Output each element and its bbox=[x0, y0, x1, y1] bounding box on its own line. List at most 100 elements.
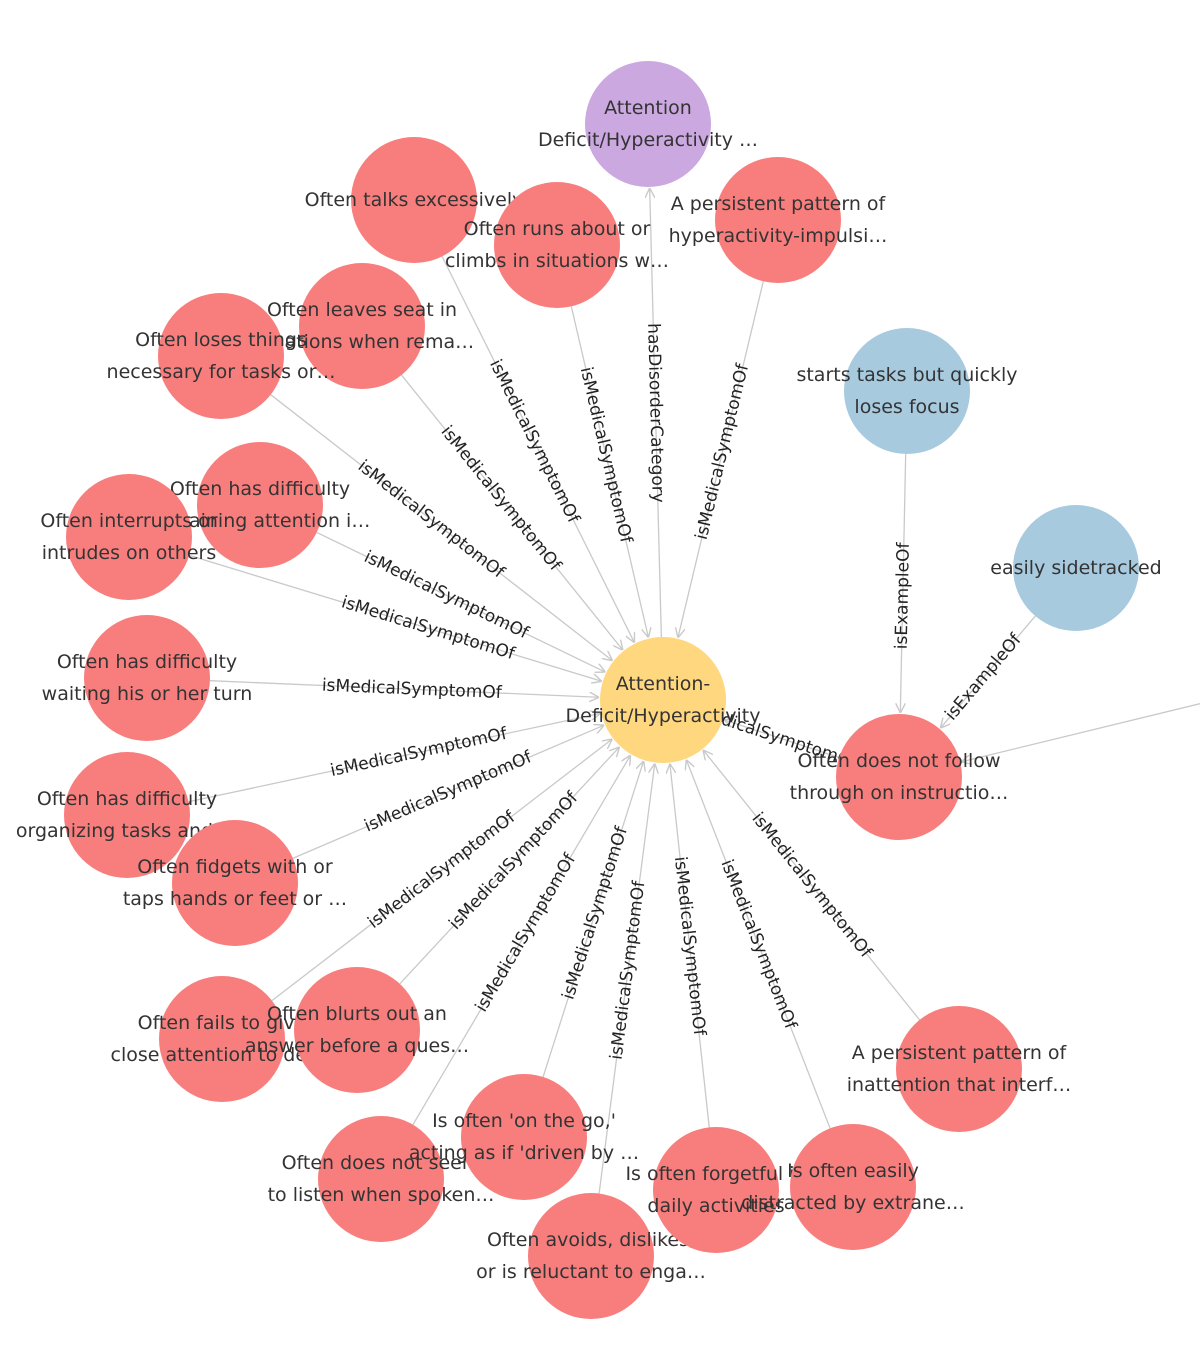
node-n-close-attention[interactable]: Often fails to give close attention to de… bbox=[111, 976, 334, 1102]
node-n-talks[interactable]: Often talks excessively bbox=[305, 137, 524, 263]
node-label-e-sidetracked-line-0: easily sidetracked bbox=[990, 557, 1161, 579]
node-circle-n-pattern-hyper[interactable] bbox=[715, 157, 841, 283]
node-circle-n-runs[interactable] bbox=[494, 182, 620, 308]
edge-n-loses-things-to-center[interactable] bbox=[270, 394, 612, 660]
edge-n-pattern-hyper-to-center[interactable] bbox=[678, 281, 764, 637]
node-circle-n-waiting[interactable] bbox=[84, 615, 210, 741]
edge-n-waiting-to-center[interactable] bbox=[209, 680, 598, 698]
node-label-center-line-0: Attention- bbox=[616, 673, 711, 695]
edge-e-sidetracked-to-n-follow[interactable] bbox=[941, 615, 1036, 727]
node-label-n-loses-things-line-0: Often loses things bbox=[135, 329, 307, 351]
node-label-n-listen-line-0: Often does not seem bbox=[282, 1152, 481, 1174]
node-circle-n-listen[interactable] bbox=[318, 1116, 444, 1242]
edge-label-n-pattern-hyper: isMedicalSymptomOf bbox=[692, 361, 754, 542]
node-label-n-close-attention-line-1: close attention to det… bbox=[111, 1044, 334, 1066]
edge-label-n-distracted: isMedicalSymptomOf bbox=[716, 857, 800, 1033]
node-label-n-leaves-seat-line-0: Often leaves seat in bbox=[267, 299, 457, 321]
edge-center-to-category[interactable] bbox=[650, 189, 663, 638]
edge-n-runs-to-center[interactable] bbox=[570, 306, 648, 636]
edge-label-e-sidetracked: isExampleOf bbox=[941, 629, 1026, 724]
node-n-avoids[interactable]: Often avoids, dislikes,or is reluctant t… bbox=[476, 1193, 706, 1319]
node-circle-n-talks[interactable] bbox=[351, 137, 477, 263]
node-circle-n-avoids[interactable] bbox=[528, 1193, 654, 1319]
node-label-n-waiting-line-1: waiting his or her turn bbox=[42, 683, 253, 705]
node-circle-n-loses-things[interactable] bbox=[158, 293, 284, 419]
edge-n-organizing-to-center[interactable] bbox=[188, 714, 600, 803]
node-e-sidetracked[interactable]: easily sidetracked bbox=[990, 505, 1162, 631]
node-circle-n-leaves-seat[interactable] bbox=[299, 263, 425, 389]
edge-n-leaves-seat-to-center[interactable] bbox=[400, 374, 622, 649]
node-label-n-avoids-line-1: or is reluctant to enga… bbox=[476, 1261, 706, 1283]
node-circle-n-follow[interactable] bbox=[836, 714, 962, 840]
node-circle-center[interactable] bbox=[600, 637, 726, 763]
edge-offscreen-right-to-n-follow[interactable] bbox=[962, 700, 1200, 762]
node-label-n-organizing-line-0: Often has difficulty bbox=[37, 788, 217, 810]
node-n-leaves-seat[interactable]: Often leaves seat in situations when rema… bbox=[250, 263, 474, 389]
edge-n-fidgets-to-center[interactable] bbox=[292, 726, 603, 859]
node-circle-n-close-attention[interactable] bbox=[159, 976, 285, 1102]
edge-label-n-runs: isMedicalSymptomOf bbox=[576, 365, 636, 546]
edge-n-sustaining-to-center[interactable] bbox=[316, 531, 605, 671]
node-label-n-on-the-go-line-1: acting as if 'driven by … bbox=[409, 1142, 639, 1164]
node-circle-n-fidgets[interactable] bbox=[172, 820, 298, 946]
node-label-n-pattern-hyper-line-1: hyperactivity-impulsi… bbox=[669, 225, 888, 247]
node-circle-n-forgetful[interactable] bbox=[653, 1127, 779, 1253]
edge-label-n-interrupts: isMedicalSymptomOf bbox=[339, 592, 518, 664]
node-label-n-forgetful-line-1: daily activities bbox=[647, 1195, 784, 1217]
edge-n-distracted-to-center[interactable] bbox=[687, 761, 831, 1129]
node-circle-n-sustaining[interactable] bbox=[197, 442, 323, 568]
node-label-n-forgetful-line-0: Is often forgetful in bbox=[625, 1163, 806, 1185]
node-label-n-blurts-line-1: answer before a ques… bbox=[245, 1035, 469, 1057]
node-label-category-line-0: Attention bbox=[604, 97, 692, 119]
node-circle-n-blurts[interactable] bbox=[294, 967, 420, 1093]
node-label-n-on-the-go-line-0: Is often 'on the go,' bbox=[432, 1110, 616, 1132]
node-center[interactable]: Attention- Deficit/Hyperactivity bbox=[566, 637, 761, 763]
node-label-n-interrupts-line-1: intrudes on others bbox=[42, 542, 217, 564]
node-circle-n-distracted[interactable] bbox=[790, 1124, 916, 1250]
node-circle-n-on-the-go[interactable] bbox=[461, 1074, 587, 1200]
edge-n-listen-to-center[interactable] bbox=[412, 756, 630, 1126]
edge-n-talks-to-center[interactable] bbox=[441, 256, 634, 641]
node-label-n-waiting-line-0: Often has difficulty bbox=[57, 651, 237, 673]
node-label-n-close-attention-line-0: Often fails to give bbox=[138, 1012, 307, 1034]
node-circle-e-sidetracked[interactable] bbox=[1013, 505, 1139, 631]
node-circle-n-interrupts[interactable] bbox=[66, 474, 192, 600]
edge-label-n-forgetful: isMedicalSymptomOf bbox=[670, 855, 709, 1037]
edge-label-n-avoids: isMedicalSymptomOf bbox=[606, 879, 649, 1061]
node-circle-e-starts[interactable] bbox=[844, 328, 970, 454]
node-n-pattern-hyper[interactable]: A persistent pattern ofhyperactivity-imp… bbox=[669, 157, 888, 283]
node-n-waiting[interactable]: Often has difficulty waiting his or her t… bbox=[42, 615, 253, 741]
edge-n-pattern-inatt-to-center[interactable] bbox=[704, 751, 921, 1021]
node-label-n-pattern-inatt-line-0: A persistent pattern of bbox=[852, 1042, 1068, 1064]
node-circle-category[interactable] bbox=[585, 61, 711, 187]
edge-n-avoids-to-center[interactable] bbox=[598, 764, 655, 1194]
node-label-n-leaves-seat-line-1: situations when rema… bbox=[250, 331, 474, 353]
edge-n-blurts-to-center[interactable] bbox=[399, 748, 619, 985]
edge-n-on-the-go-to-center[interactable] bbox=[542, 762, 643, 1078]
node-label-center-line-1: Deficit/Hyperactivity bbox=[566, 705, 761, 727]
edge-e-starts-to-n-follow[interactable] bbox=[900, 453, 907, 712]
node-circle-n-pattern-inatt[interactable] bbox=[896, 1006, 1022, 1132]
node-n-forgetful[interactable]: Is often forgetful in daily activities bbox=[625, 1127, 807, 1253]
edge-n-close-attention-to-center[interactable] bbox=[271, 740, 612, 1002]
node-label-n-runs-line-1: climbs in situations w… bbox=[445, 250, 669, 272]
edge-n-interrupts-to-center[interactable] bbox=[189, 554, 601, 681]
node-n-on-the-go[interactable]: Is often 'on the go,' acting as if 'drive… bbox=[409, 1074, 639, 1200]
edge-n-forgetful-to-center[interactable] bbox=[670, 765, 710, 1128]
edge-n-follow-to-center[interactable] bbox=[725, 720, 840, 759]
node-circle-n-organizing[interactable] bbox=[64, 752, 190, 878]
node-category[interactable]: AttentionDeficit/Hyperactivity … bbox=[538, 61, 758, 187]
